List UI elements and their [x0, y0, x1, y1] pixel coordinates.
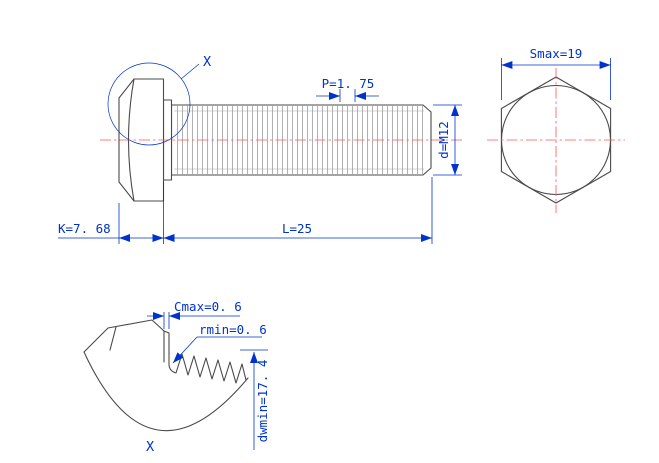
detail-view-label: X — [146, 439, 154, 455]
head-height-label: K=7. 68 — [58, 221, 111, 236]
detail-callout: X — [107, 54, 211, 146]
dimension-width-across-flats: Smax=19 — [500, 46, 611, 100]
bolt-end-view: Smax=19 — [487, 46, 625, 213]
dwmin-label: dwmin=17. 4 — [255, 360, 270, 443]
width-across-flats-label: Smax=19 — [530, 46, 583, 61]
length-label: L=25 — [282, 221, 312, 236]
detail-head-outline — [83, 319, 247, 384]
dimension-rmin: rmin=0. 6 — [172, 322, 267, 364]
diameter-label: d=M12 — [436, 121, 451, 159]
rmin-label: rmin=0. 6 — [199, 322, 267, 337]
detail-callout-leader — [180, 63, 200, 80]
leader-line — [172, 336, 198, 364]
detail-view-x: Cmax=0. 6 rmin=0. 6 dwmin=17. 4 X — [83, 299, 270, 455]
detail-break-arc — [83, 351, 249, 432]
pitch-label: P=1. 75 — [322, 76, 375, 91]
dimension-pitch: P=1. 75 — [316, 76, 379, 102]
dimension-length: L=25 — [163, 177, 433, 244]
cmax-label: Cmax=0. 6 — [174, 299, 242, 314]
dimension-head-height: K=7. 68 — [58, 182, 164, 244]
dimension-dwmin: dwmin=17. 4 — [240, 349, 270, 450]
dimension-cmax: Cmax=0. 6 — [147, 299, 242, 329]
detail-callout-circle — [107, 62, 191, 146]
detail-callout-label: X — [203, 54, 211, 70]
dimension-diameter: d=M12 — [433, 104, 462, 176]
detail-facet-line — [109, 326, 117, 351]
